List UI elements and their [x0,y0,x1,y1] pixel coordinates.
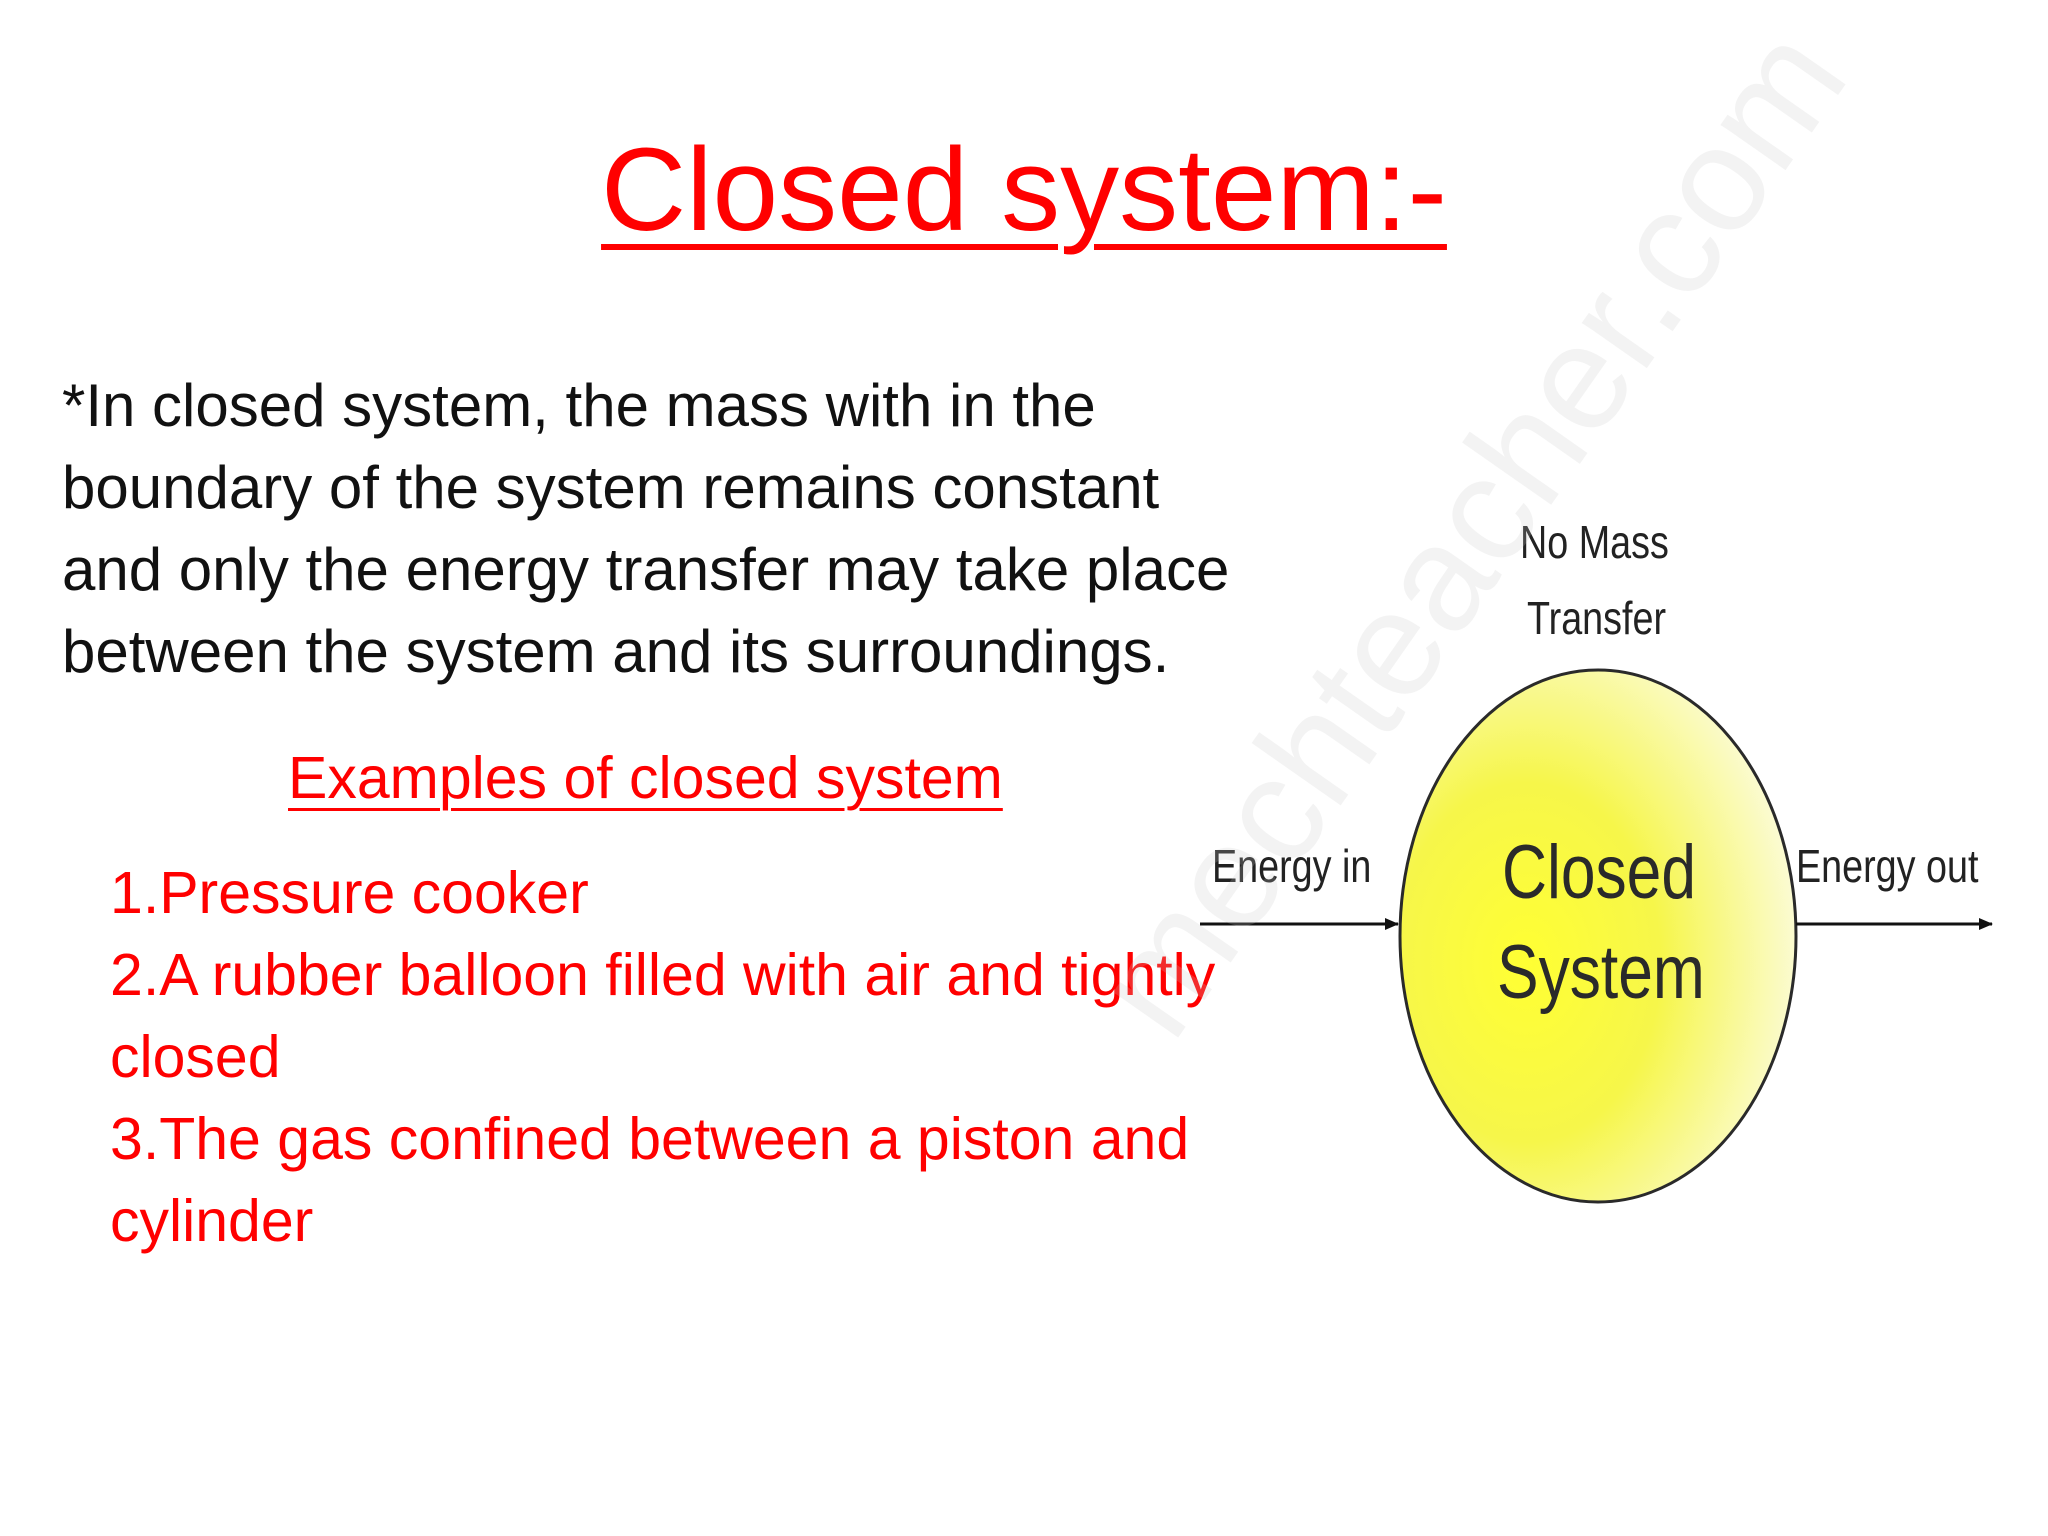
closed-label: Closed [1502,830,1696,915]
slide-title: Closed system:- [0,125,2048,255]
example-item: cylinder [110,1188,314,1254]
slide-title-text: Closed system:- [601,124,1447,256]
example-item: 2.A rubber balloon filled with air and t… [110,942,1216,1008]
examples-heading: Examples of closed system [288,745,1003,811]
example-item: 3.The gas confined between a piston and [110,1106,1190,1172]
transfer-label: Transfer [1527,592,1667,644]
definition-line: and only the energy transfer may take pl… [62,536,1230,603]
no-mass-label: No Mass [1520,516,1669,568]
examples-list: 1.Pressure cooker 2.A rubber balloon fil… [110,852,1360,1262]
energy-in-label: Energy in [1212,840,1372,892]
definition-line: between the system and its surroundings. [62,618,1170,685]
energy-out-label: Energy out [1796,840,1979,892]
system-label: System [1497,930,1705,1015]
definition-paragraph: *In closed system, the mass with in the … [62,365,1362,693]
example-item: closed [110,1024,281,1090]
definition-line: boundary of the system remains constant [62,454,1160,521]
definition-line: *In closed system, the mass with in the [62,372,1096,439]
example-item: 1.Pressure cooker [110,860,589,926]
system-boundary-ellipse [1398,668,1798,1204]
